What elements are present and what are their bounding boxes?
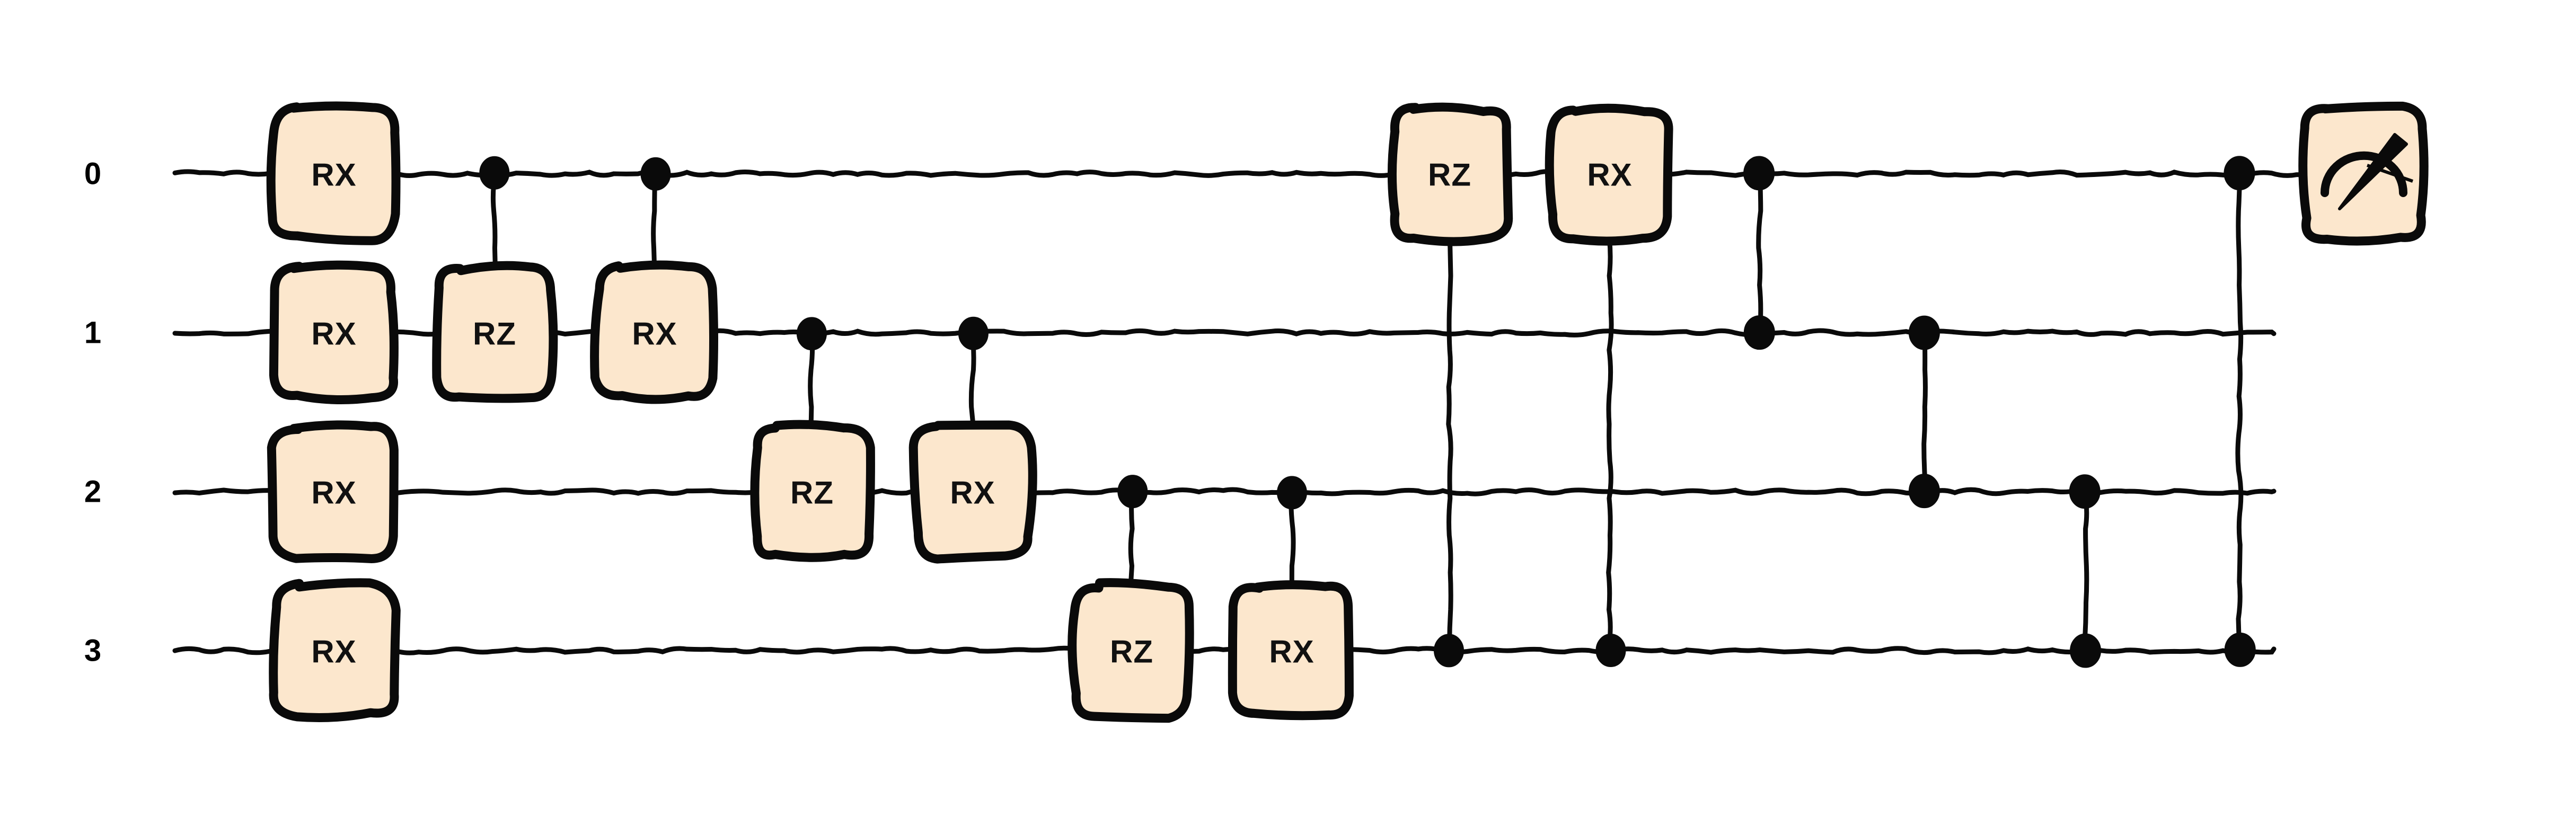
gate-label: RX [632,316,677,352]
gate-rz-q3[interactable] [1068,578,1194,723]
control-line-q3-q0 [1606,236,1614,653]
gate-rx-q2[interactable] [908,420,1037,564]
qubit-labels-group: 0 1 2 3 [84,157,101,668]
gate-label: RX [311,157,356,193]
measure-gate-q0[interactable] [2298,101,2429,246]
gate-label: RX [1269,634,1314,670]
gate-rx-q3[interactable] [1228,580,1354,721]
cz-q0-q3-dot-q3[interactable] [2224,632,2256,667]
gate-label: RZ [473,316,516,352]
gate-label: RX [311,634,356,670]
gate-label: RZ [1110,634,1153,670]
control-dot-q1[interactable] [958,316,989,350]
meter-needle-icon [2338,133,2408,210]
cz-q0-q1-dot-q0[interactable] [1743,156,1775,191]
cz-q1-q2-dot-q2[interactable] [1908,474,1940,509]
control-lines-group [490,171,2244,653]
gate-rx-q1[interactable] [269,260,399,405]
control-dot-q1[interactable] [796,317,827,351]
control-line-q3-q0 [1446,236,1453,653]
qubit-wire-0 [172,169,2306,179]
gate-label: RX [311,475,356,511]
cz-q0-q3-line [2235,171,2244,653]
gate-label: RZ [790,475,834,511]
cz-q2-q3-dot-q2[interactable] [2069,474,2101,509]
cz-q1-q2-line [1921,330,1928,494]
control-dot-q0[interactable] [479,156,510,190]
control-dot-q2[interactable] [1276,476,1307,510]
control-dots-group [479,156,2256,668]
qubit-label-2: 2 [84,475,101,509]
meter-needle-tail-icon [2367,164,2413,183]
gate-label: RX [1587,157,1632,193]
gate-label: RX [950,475,995,511]
qubit-label-0: 0 [84,157,101,191]
cz-q2-q3-line [2082,489,2089,653]
control-dot-q3[interactable] [1434,634,1465,668]
cz-q0-q1-dot-q1[interactable] [1743,315,1775,350]
gate-rx-q0[interactable] [1545,103,1673,246]
qubit-wire-3 [172,645,2277,655]
gate-rx-q0[interactable] [266,101,401,245]
gate-rx-q1[interactable] [590,260,718,404]
cz-q2-q3-dot-q3[interactable] [2070,633,2102,668]
gate-rx-q3[interactable] [269,578,401,722]
control-dot-q2[interactable] [1117,475,1148,509]
gate-label: RZ [1428,157,1471,193]
gate-rz-q2[interactable] [750,420,875,562]
qubit-wire-2 [172,487,2277,496]
gate-label: RX [311,316,356,352]
gate-rx-q2[interactable] [267,420,399,563]
cz-q1-q2-dot-q1[interactable] [1908,315,1940,350]
cz-q0-q1-line [1756,171,1763,335]
gate-rz-q0[interactable] [1387,102,1513,246]
gates-group: RX RX RX RX RZ RX RZ RX RZ RX RZ RX [266,101,2429,723]
control-dot-q0[interactable] [640,157,671,191]
qubit-label-3: 3 [84,634,101,668]
cz-q0-q3-dot-q0[interactable] [2224,156,2255,191]
qubit-label-1: 1 [84,316,101,350]
control-dot-q3[interactable] [1595,634,1626,668]
gate-rz-q1[interactable] [432,261,558,403]
